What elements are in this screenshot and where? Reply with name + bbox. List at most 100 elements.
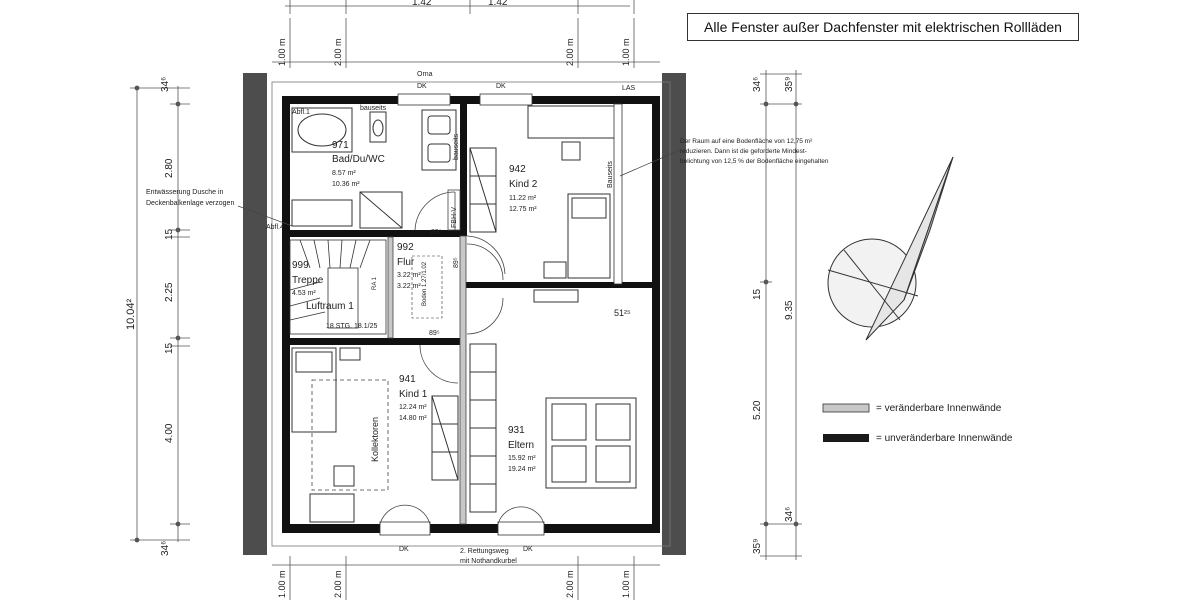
bottom-side-dim-4: 1.00 m: [621, 570, 631, 598]
window-bottom-left: [379, 521, 431, 536]
roof-strip-right: [662, 73, 686, 555]
kind2-door-swing: [466, 235, 506, 275]
right-dim-359-top: 35⁹: [784, 77, 795, 92]
room-bad-name: Bad/Du/WC: [332, 154, 385, 165]
door-width-kind1: 89⁵: [429, 330, 440, 337]
right-note-leader: [619, 149, 681, 177]
top-side-dim-1: 1.00 m: [277, 38, 287, 66]
eltern-furniture: [469, 289, 637, 513]
window-bottom-right: [497, 521, 545, 536]
room-eltern: 931 Eltern 15.92 m² 19.24 m²: [508, 425, 536, 473]
room-bad-area2: 10.36 m²: [332, 181, 360, 188]
boden-label: Boden 1.27/1.02: [422, 261, 428, 306]
left-dim-346-top: 34⁶: [160, 77, 171, 92]
nothandkurbel-label: mit Nothandkurbel: [460, 558, 517, 565]
room-flur: 992 Flur 3.22 m² 3.22 m²: [397, 242, 421, 290]
luftraum-label: Luftraum 1: [306, 301, 354, 312]
bath-door-swing: [414, 191, 456, 231]
orna-label: Orna: [417, 71, 433, 78]
right-dim-total: 9.35: [784, 300, 795, 320]
bauseits-label-bath: bauseits: [360, 105, 387, 112]
top-side-dim-2: 2.00 m: [333, 38, 343, 66]
bauseits-label-kind2: Bauseits: [607, 161, 614, 188]
room-eltern-name: Eltern: [508, 440, 534, 451]
kind2-furniture: [469, 105, 619, 279]
window-top-right: [479, 93, 533, 106]
ra-label: RA 1: [372, 276, 378, 290]
roof-strip-left: [243, 73, 267, 555]
kind2-dormer-window: [613, 103, 623, 285]
dk-label-bottom-right: DK: [523, 546, 533, 553]
shower: [291, 191, 403, 229]
interior-walls: [282, 96, 660, 345]
room-treppe-id: 999: [292, 260, 309, 271]
right-dim-15: 15: [752, 288, 763, 300]
stairs-label: 18 STG. 18.1/25: [326, 323, 377, 330]
right-note-line3: belichtung von 12,5 % der Bodenfläche ei…: [680, 158, 829, 165]
top-dim-1: 1.42: [412, 0, 432, 8]
rettungsweg-label: 2. Rettungsweg: [460, 548, 509, 555]
room-kind2-name: Kind 2: [509, 179, 538, 190]
double-sink: [421, 109, 457, 171]
right-dim-520: 5.20: [752, 400, 763, 420]
room-bad-area1: 8.57 m²: [332, 170, 356, 177]
dk-label-top-right: DK: [496, 83, 506, 90]
stair-geometry: [289, 239, 387, 335]
room-eltern-area2: 19.24 m²: [508, 466, 536, 473]
kind1-window-swing: [379, 504, 431, 525]
left-dim-15b: 15: [164, 342, 175, 354]
room-eltern-id: 931: [508, 425, 525, 436]
room-kind2-id: 942: [509, 164, 526, 175]
flur-door-swing-right: [466, 243, 504, 281]
kind1-furniture: [291, 347, 459, 523]
left-dim-400: 4.00: [164, 423, 175, 443]
room-kind2-area2: 12.75 m²: [509, 206, 537, 213]
right-note-line2: reduzieren. Dann ist die geforderte Mind…: [680, 148, 807, 155]
top-dim-2: 1.42: [488, 0, 508, 8]
dk-label-top-left: DK: [417, 83, 427, 90]
legend-label-changeable: = veränderbare Innenwände: [876, 403, 1002, 414]
eltern-window-swing: [497, 506, 545, 525]
room-flur-area2: 3.22 m²: [397, 283, 421, 290]
flur-door-swing-lower: [466, 297, 504, 335]
room-flur-id: 992: [397, 242, 414, 253]
window-top-left: [397, 93, 451, 106]
room-treppe: 999 Treppe 4.53 m²: [292, 260, 324, 297]
right-dimensions: [760, 70, 802, 560]
room-kind1-area2: 14.80 m²: [399, 415, 427, 422]
kind1-dormer: [311, 379, 389, 491]
dim-51: 51²⁵: [614, 308, 631, 318]
north-arrow-icon: [827, 156, 954, 341]
left-dim-total: 10.04²: [125, 298, 137, 330]
las-label: LAS: [622, 85, 636, 92]
kind1-door-swing: [419, 344, 459, 384]
left-dim-225: 2.25: [164, 282, 175, 302]
door-width-flur: 89⁵: [453, 257, 460, 268]
legend-swatch-fixed: [823, 434, 869, 442]
bottom-side-dim-3: 2.00 m: [565, 570, 575, 598]
outer-walls: [271, 81, 671, 547]
room-eltern-area1: 15.92 m²: [508, 455, 536, 462]
room-kind2: 942 Kind 2 11.22 m² 12.75 m²: [509, 164, 538, 213]
left-dim-15a: 15: [164, 228, 175, 240]
left-dim-280: 2.80: [164, 158, 175, 178]
flur-box: [411, 255, 443, 319]
room-bad: 971 Bad/Du/WC 8.57 m² 10.36 m²: [332, 140, 385, 188]
abfl1-label: Abfl.1: [292, 109, 310, 116]
fbh-manifold: [447, 189, 461, 231]
right-dim-346-top: 34⁶: [752, 77, 763, 92]
bauseits-label-sink: bauseits: [453, 133, 460, 160]
room-kind1: 941 Kind 1 12.24 m² 14.80 m²: [399, 374, 428, 422]
general-note: Alle Fenster außer Dachfenster mit elekt…: [687, 13, 1079, 41]
kollektoren-label: Kollektoren: [370, 417, 380, 462]
changeable-walls: [387, 235, 467, 525]
bottom-side-dim-1: 1.00 m: [277, 570, 287, 598]
door-width-bath: 89⁵: [431, 229, 442, 236]
fbh-label: FBH-V: [451, 207, 458, 228]
room-flur-name: Flur: [397, 257, 415, 268]
left-note-leader: [237, 205, 293, 227]
room-treppe-name: Treppe: [292, 275, 324, 286]
right-dim-359-bottom: 35⁹: [752, 539, 763, 554]
room-kind1-name: Kind 1: [399, 389, 428, 400]
